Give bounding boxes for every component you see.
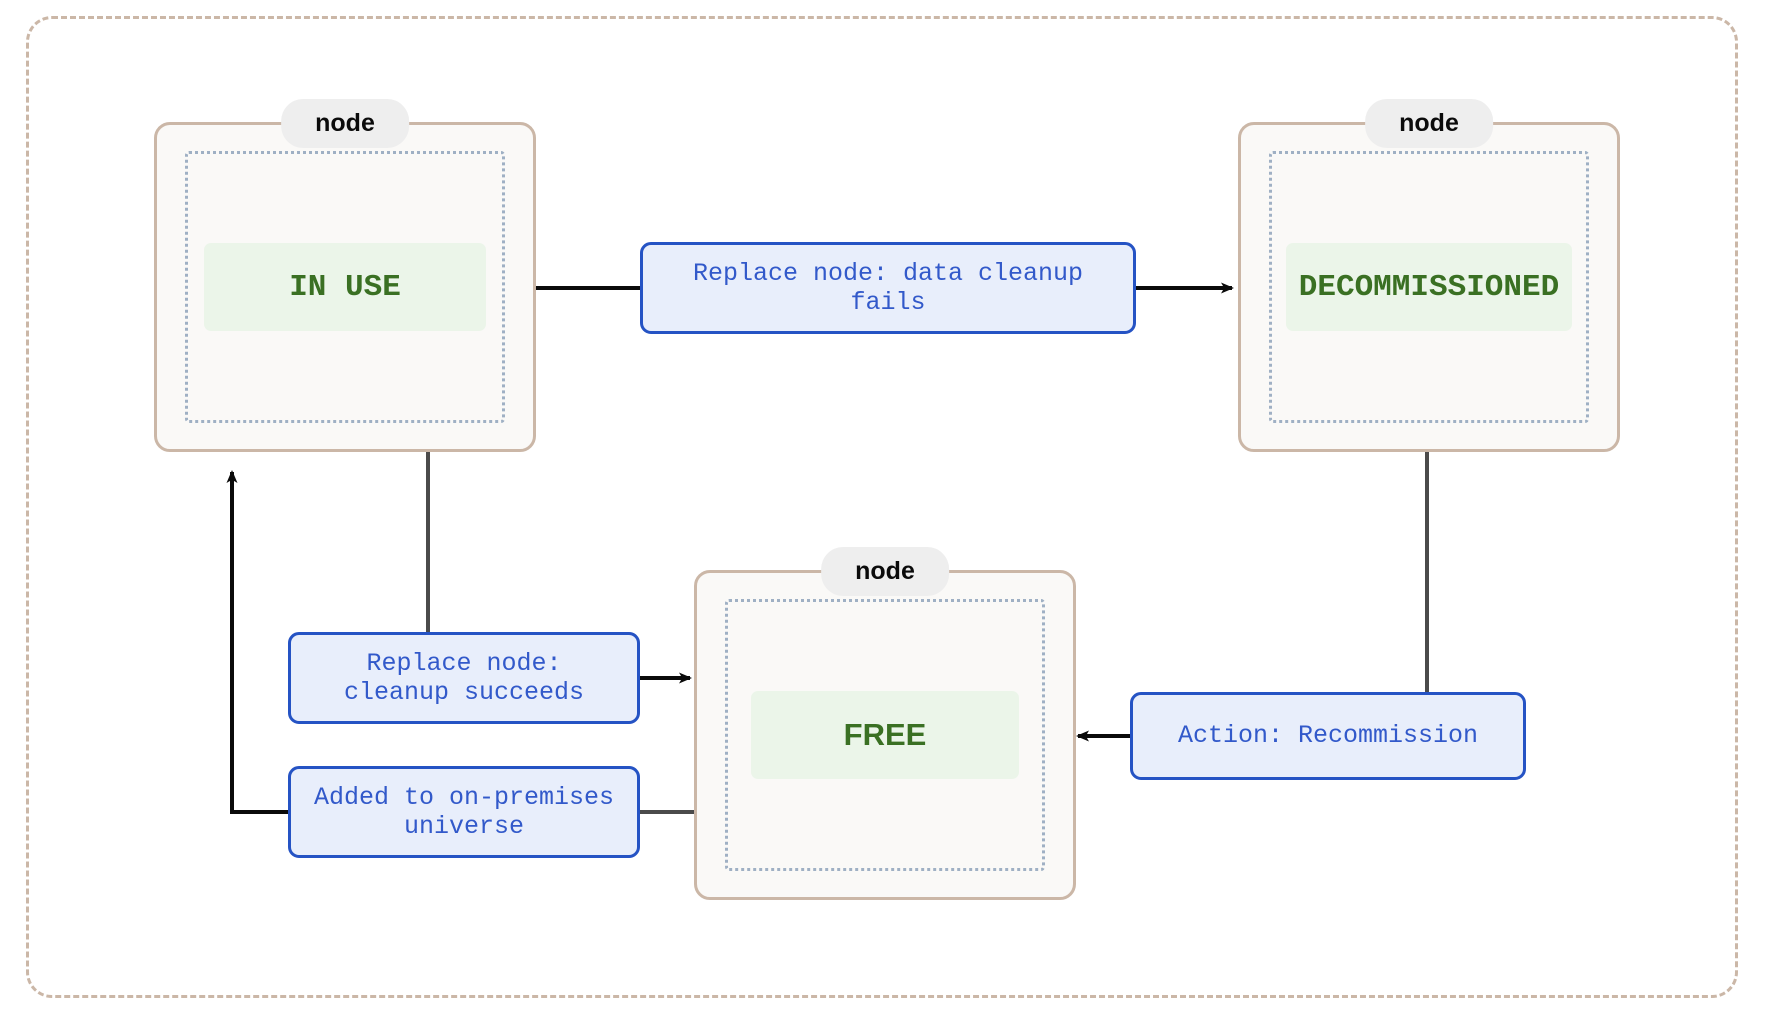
cluster-in-use[interactable]: node IN USE: [154, 99, 536, 452]
transition-label-in-use-to-free[interactable]: Replace node: cleanup succeeds: [288, 632, 640, 724]
cluster-title-in-use: node: [281, 99, 409, 148]
cluster-inner-border-free: [725, 599, 1045, 871]
cluster-title-free: node: [821, 547, 949, 596]
state-chip-in-use[interactable]: IN USE: [204, 243, 486, 331]
transition-label-in-use-to-decommissioned[interactable]: Replace node: data cleanup fails: [640, 242, 1136, 334]
cluster-free[interactable]: node FREE: [694, 547, 1076, 900]
cluster-decommissioned[interactable]: node DECOMMISSIONED: [1238, 99, 1620, 452]
state-chip-decommissioned[interactable]: DECOMMISSIONED: [1286, 243, 1572, 331]
cluster-inner-border-decommissioned: [1269, 151, 1589, 423]
cluster-inner-border-in-use: [185, 151, 505, 423]
edge-label3-to-in-use: [226, 470, 288, 814]
transition-label-free-to-in-use[interactable]: Added to on-premises universe: [288, 766, 640, 858]
cluster-title-decommissioned: node: [1365, 99, 1493, 148]
state-chip-free[interactable]: FREE: [751, 691, 1019, 779]
transition-label-decommissioned-to-free[interactable]: Action: Recommission: [1130, 692, 1526, 780]
